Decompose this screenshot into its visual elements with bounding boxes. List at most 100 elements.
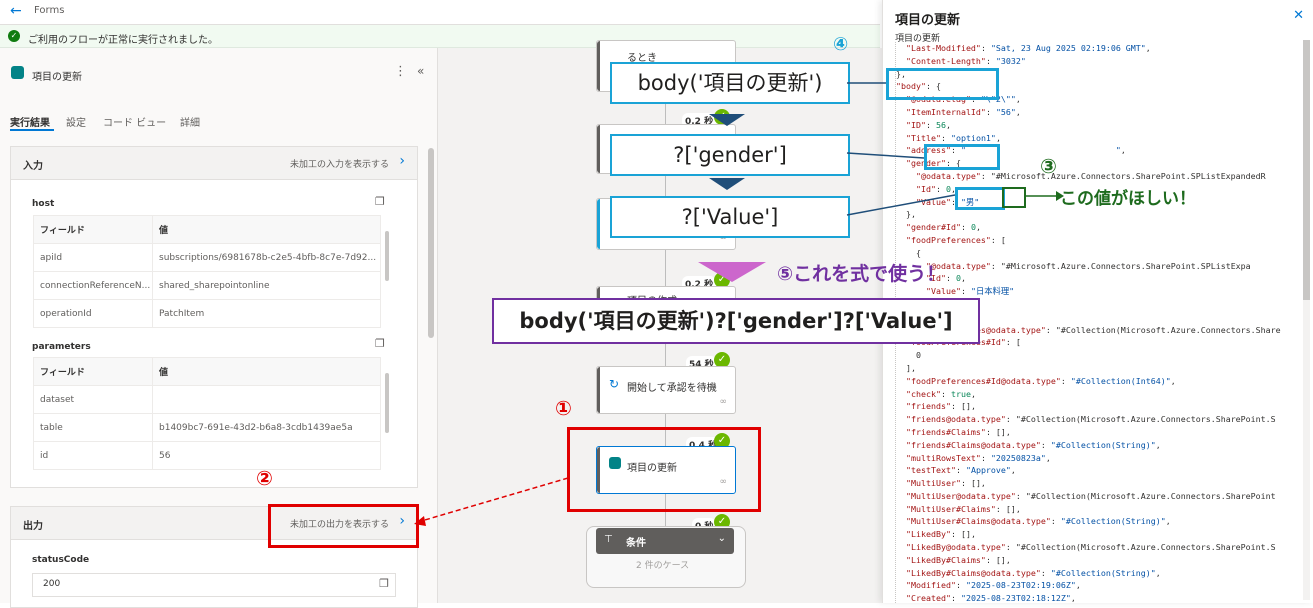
flow-title: Forms <box>34 5 65 16</box>
gender-key-highlight <box>924 144 1000 170</box>
success-check-icon: ✓ <box>714 352 730 368</box>
json-line: "check": true, <box>906 388 976 399</box>
copy-icon[interactable]: ❐ <box>375 195 385 208</box>
row-value: PatchItem <box>152 299 381 328</box>
table-row: id 56 <box>33 441 381 470</box>
tab-run-results[interactable]: 実行結果 <box>10 118 50 129</box>
json-line: "friends#Claims": [], <box>906 426 1011 437</box>
use-in-expression-note: ⑤これを式で使う！ <box>777 263 946 285</box>
close-icon[interactable]: ✕ <box>1293 8 1304 23</box>
node-accent <box>597 367 600 413</box>
callout-body: body('項目の更新') <box>610 62 850 104</box>
status-code-value: 200 <box>43 579 61 589</box>
json-scrollbar[interactable] <box>1303 40 1310 600</box>
json-line: 0 <box>896 350 921 361</box>
json-line: }, <box>896 68 906 79</box>
json-line: "friends": [], <box>906 401 976 412</box>
json-line: "Title": "option1", <box>906 132 1001 143</box>
success-message: ご利用のフローが正常に実行されました。 <box>28 35 218 46</box>
input-card-header[interactable]: 入力 未加工の入力を表示する › <box>11 147 417 180</box>
link-icon: ∞ <box>719 477 728 487</box>
action-title: 項目の更新 <box>32 72 82 83</box>
json-line: "Value": "日本料理" <box>925 286 1015 297</box>
json-line: "friends#Claims@odata.type": "#Collectio… <box>906 439 1161 450</box>
parameters-label: parameters <box>32 342 91 352</box>
output-card-header[interactable]: 出力 未加工の出力を表示する › <box>11 507 417 540</box>
collapse-icon[interactable]: « <box>417 64 425 78</box>
copy-icon[interactable]: ❐ <box>379 577 389 590</box>
table-scrollbar[interactable] <box>385 373 389 433</box>
table-scrollbar[interactable] <box>385 231 389 281</box>
node-accent <box>597 199 600 249</box>
callout-value: ?['Value'] <box>610 196 850 238</box>
row-value: b1409bc7-691e-43d2-b6a8-3cdb1439ae5a <box>152 413 381 442</box>
sharepoint-icon <box>11 66 24 79</box>
status-code-label: statusCode <box>32 555 90 565</box>
top-bar: ← Forms <box>0 0 880 25</box>
json-line: "LikedBy": [], <box>906 529 976 540</box>
arrow-down-icon <box>698 262 766 282</box>
json-line: "ID": 56, <box>906 119 951 130</box>
arrow-left-icon[interactable]: ← <box>10 3 22 19</box>
update-node-highlight <box>567 427 761 512</box>
output-label: 出力 <box>23 521 43 532</box>
json-line: "Id": 0, <box>925 273 966 284</box>
body-key-highlight <box>886 68 999 100</box>
tab-settings[interactable]: 設定 <box>66 118 86 129</box>
active-tab-indicator <box>10 129 54 131</box>
json-line: "friends@odata.type": "#Collection(Micro… <box>906 414 1276 425</box>
value-header: 値 <box>152 215 381 244</box>
host-table: フィールド 値 apiId subscriptions/6981678b-c2e… <box>33 215 381 328</box>
condition-node[interactable]: ⊤ 条件 ⌄ <box>596 528 734 554</box>
arrow-left-icon <box>414 516 426 526</box>
json-line: "MultiUser#Claims": [], <box>906 503 1021 514</box>
json-line: "@odata.type": "#Microsoft.Azure.Connect… <box>925 260 1251 271</box>
chevron-down-icon[interactable]: ⌄ <box>717 533 726 544</box>
annotation-number-3: ③ <box>1040 154 1057 178</box>
row-value: shared_sharepointonline <box>152 271 381 300</box>
panel-subtitle: 項目の更新 <box>895 34 941 44</box>
node-label: るとき <box>627 53 657 64</box>
json-line: "LikedBy#Claims": [], <box>906 554 1011 565</box>
chevron-right-icon[interactable]: › <box>399 153 405 169</box>
chevron-right-icon[interactable]: › <box>399 513 405 529</box>
node-accent <box>597 41 600 91</box>
node-label: 開始して承認を待機 <box>627 383 717 394</box>
json-line: "gender#Id": 0, <box>906 222 981 233</box>
approval-icon: ↻ <box>609 377 620 391</box>
json-line: "address": " ", <box>906 145 1126 156</box>
approval-node[interactable]: ↻ 開始して承認を待機 ∞ <box>596 366 736 414</box>
show-raw-output-link[interactable]: 未加工の出力を表示する <box>289 520 389 530</box>
json-line: "testText": "Approve", <box>906 465 1016 476</box>
more-options-icon[interactable]: ⋮ <box>394 64 407 79</box>
update-item-node[interactable]: 項目の更新 ∞ <box>596 446 736 494</box>
json-line: "Last-Modified": "Sat, 23 Aug 2025 02:19… <box>906 43 1151 53</box>
value-header: 値 <box>152 357 381 386</box>
want-value-note: この値がほしい！ <box>1060 189 1196 209</box>
show-raw-input-link[interactable]: 未加工の入力を表示する <box>289 160 389 170</box>
node-accent <box>597 125 600 173</box>
connector-line <box>846 194 956 216</box>
panel-scrollbar[interactable] <box>428 148 434 338</box>
connector-line <box>417 477 569 523</box>
success-check-icon: ✓ <box>714 433 730 449</box>
json-line: "MultiUser": [], <box>906 478 986 489</box>
arrow-right-icon <box>1056 191 1064 201</box>
raw-output-link-highlight <box>268 504 419 548</box>
link-icon: ∞ <box>719 397 728 407</box>
arrow-down-icon <box>709 178 745 190</box>
annotation-number-4: ④ <box>833 34 849 55</box>
table-row: apiId subscriptions/6981678b-c2e5-4bfb-8… <box>33 243 381 272</box>
copy-icon[interactable]: ❐ <box>375 337 385 350</box>
condition-icon: ⊤ <box>604 534 613 545</box>
host-label: host <box>32 199 55 209</box>
panel-title: 項目の更新 <box>895 13 961 28</box>
scrollbar-thumb[interactable] <box>1303 40 1310 300</box>
tab-details[interactable]: 詳細 <box>180 118 200 129</box>
json-line: "Modified": "2025-08-23T02:19:06Z", <box>906 580 1081 591</box>
check-circle-icon: ✓ <box>8 30 20 42</box>
arrow-down-icon <box>709 114 745 126</box>
tab-code-view[interactable]: コード ビュー <box>103 118 167 129</box>
link-icon: ∞ <box>719 233 728 243</box>
parameters-table: フィールド 値 dataset table b1409bc7-691e-43d2… <box>33 357 381 470</box>
